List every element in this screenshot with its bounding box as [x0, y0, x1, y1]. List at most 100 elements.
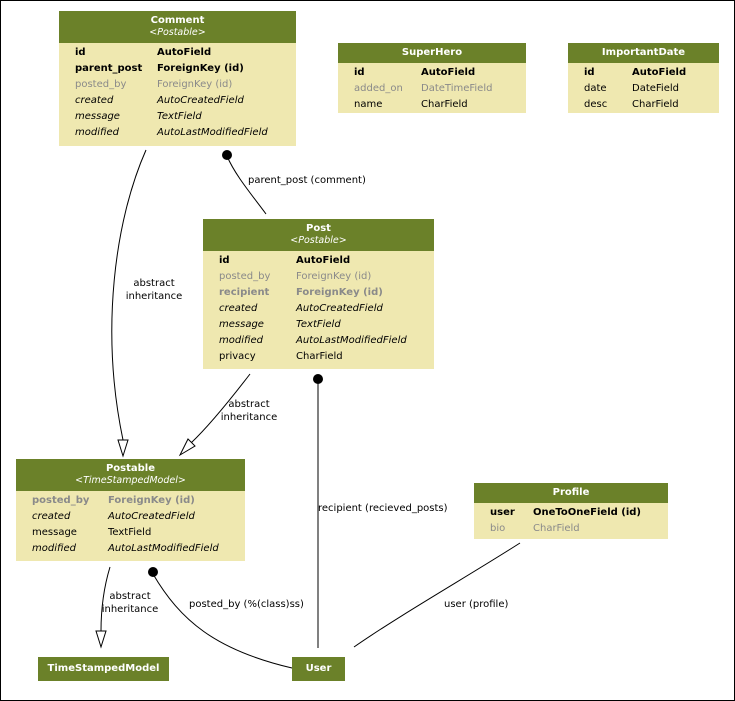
field-name: privacy	[219, 351, 256, 362]
model-profile-header: Profile	[474, 483, 668, 503]
field-type: AutoLastModifiedField	[108, 543, 219, 554]
edge-comment-post	[226, 155, 267, 215]
field-row: id AutoField	[59, 45, 296, 61]
field-name: modified	[75, 127, 119, 138]
model-comment-title: Comment	[150, 15, 205, 26]
model-importantdate-header: ImportantDate	[568, 43, 719, 63]
model-comment-subtitle: <Postable>	[149, 27, 206, 38]
field-type: ForeignKey (id)	[296, 287, 383, 298]
field-type: AutoLastModifiedField	[296, 335, 407, 346]
field-type: AutoField	[632, 67, 687, 78]
edge-profile-user	[353, 542, 521, 648]
inheritance-arrowhead	[117, 439, 129, 458]
field-row: desc CharField	[568, 97, 719, 113]
edge-postable-tsm	[100, 566, 111, 632]
field-type: AutoCreatedField	[108, 511, 195, 522]
model-postable-title: Postable	[105, 463, 156, 474]
edge-label-postable-user: posted_by (%(class)ss)	[189, 599, 304, 610]
edge-label-line: inheritance	[125, 291, 183, 302]
field-name: id	[354, 67, 365, 78]
fk-dot	[222, 150, 232, 160]
field-name: date	[584, 83, 607, 94]
edge-label-line: abstract	[228, 399, 270, 410]
model-post-subtitle: <Postable>	[290, 235, 347, 246]
field-type: ForeignKey (id)	[108, 495, 195, 506]
field-name: desc	[584, 99, 608, 110]
model-importantdate: ImportantDate id AutoField date DateField de…	[568, 43, 719, 113]
edge-label-postable-tsm: abstract inheritance	[100, 590, 160, 616]
field-name: recipient	[219, 287, 270, 298]
field-row: privacy CharField	[203, 349, 434, 365]
field-type: CharField	[296, 351, 343, 362]
field-type: OneToOneField (id)	[533, 507, 642, 518]
field-type: TextField	[296, 319, 341, 330]
field-type: DateField	[632, 83, 679, 94]
model-importantdate-fields: id AutoField date DateField desc CharField	[568, 65, 719, 113]
inheritance-arrowhead	[95, 630, 107, 649]
model-superhero-header: SuperHero	[338, 43, 526, 63]
field-type: AutoLastModifiedField	[157, 127, 268, 138]
field-row: user OneToOneField (id)	[474, 505, 668, 521]
edge-label-line: inheritance	[220, 412, 278, 423]
field-name: bio	[490, 523, 506, 534]
edge-postable-user	[152, 573, 293, 669]
field-name: posted_by	[219, 271, 271, 282]
model-comment-header: Comment <Postable>	[59, 11, 296, 43]
model-profile-title: Profile	[552, 487, 590, 498]
field-type: CharField	[421, 99, 468, 110]
field-name: user	[490, 507, 515, 518]
edge-label-post-postable: abstract inheritance	[219, 398, 279, 424]
model-comment: Comment <Postable> id AutoField parent_pos…	[59, 11, 296, 146]
field-name: added_on	[354, 83, 403, 94]
fk-dot	[313, 374, 323, 384]
field-row: recipient ForeignKey (id)	[203, 285, 434, 301]
edge-label-comment-post: parent_post (comment)	[248, 175, 366, 186]
field-type: ForeignKey (id)	[296, 271, 372, 282]
field-row: posted_by ForeignKey (id)	[16, 493, 245, 509]
field-type: CharField	[632, 99, 679, 110]
field-type: AutoCreatedField	[157, 95, 244, 106]
edge-label-post-user: recipient (recieved_posts)	[318, 503, 448, 514]
field-row: date DateField	[568, 81, 719, 97]
field-name: id	[584, 67, 595, 78]
edge-label-profile-user: user (profile)	[444, 599, 509, 610]
edge-comment-postable	[111, 149, 147, 441]
field-name: modified	[219, 335, 263, 346]
field-name: posted_by	[32, 495, 90, 506]
field-name: id	[75, 47, 86, 58]
field-row: id AutoField	[568, 65, 719, 81]
field-name: created	[75, 95, 114, 106]
edge-label-line: abstract	[109, 591, 151, 602]
model-post-title: Post	[306, 223, 331, 234]
edge-label-line: inheritance	[101, 604, 159, 615]
field-name: message	[75, 111, 120, 122]
model-superhero-title: SuperHero	[401, 47, 463, 58]
model-postable-header: Postable <TimeStampedModel>	[16, 459, 245, 491]
model-importantdate-title: ImportantDate	[601, 47, 686, 58]
edge-label-line: abstract	[133, 278, 175, 289]
model-post-header: Post <Postable>	[203, 219, 434, 251]
model-postable-subtitle: <TimeStampedModel>	[75, 475, 186, 486]
edge-label-comment-postable: abstract inheritance	[124, 277, 184, 303]
edge-post-postable	[190, 373, 251, 444]
field-type: ForeignKey (id)	[157, 79, 233, 90]
field-type: AutoField	[157, 47, 212, 58]
field-name: message	[32, 527, 77, 538]
